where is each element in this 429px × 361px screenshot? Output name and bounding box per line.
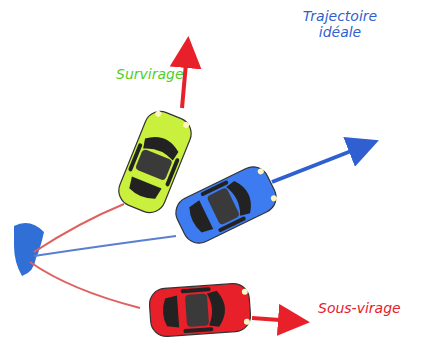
label-text: Sous-virage [318, 300, 401, 316]
ideal-arrow [272, 146, 364, 182]
label-text: Trajectoire idéale [292, 8, 388, 40]
label-text: Survirage [116, 66, 184, 82]
blue-car [171, 162, 282, 249]
red-car [148, 283, 251, 338]
ideal-path [34, 236, 176, 256]
understeer-path [30, 262, 140, 308]
understeer-arrow [252, 318, 294, 321]
